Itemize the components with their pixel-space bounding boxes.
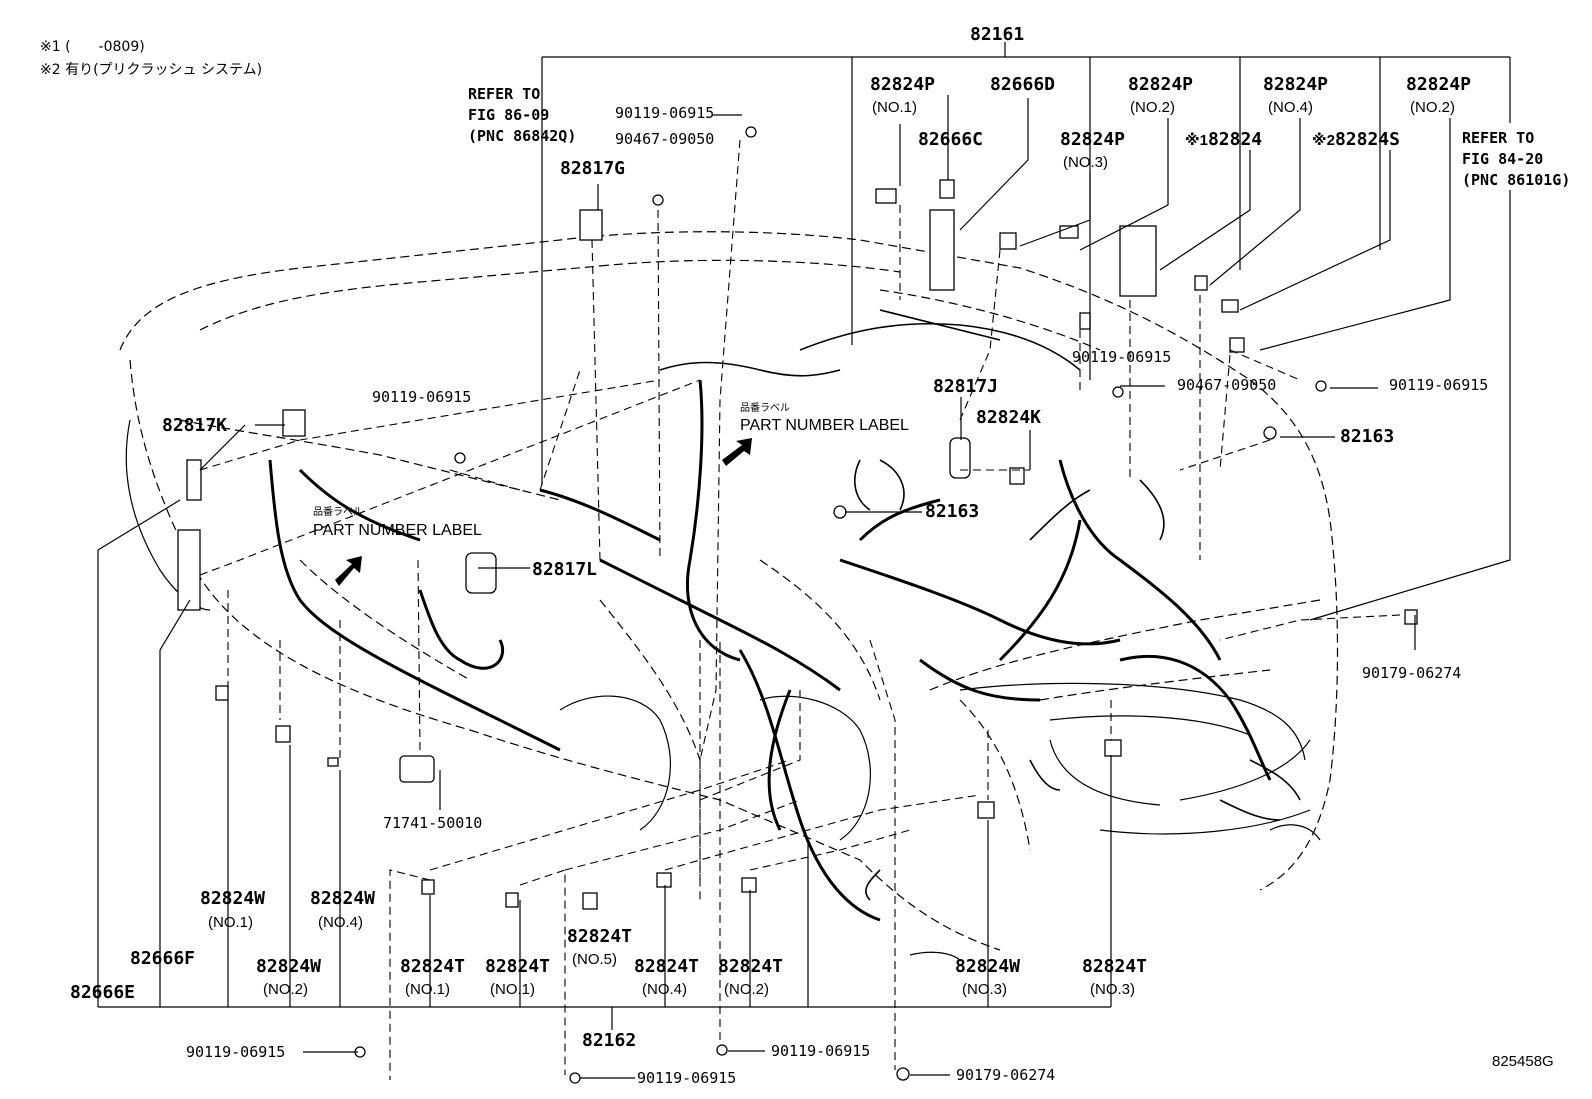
ref-fig-84-20[interactable]: REFER TO FIG 84-20 (PNC 86101G) xyxy=(1462,129,1571,189)
label-82824-marked[interactable]: ※182824 xyxy=(1185,131,1262,149)
sublabel-w-no1: (NO.1) xyxy=(208,914,253,931)
label-82824T-no3[interactable]: 82824T xyxy=(1082,956,1148,977)
label-82162[interactable]: 82162 xyxy=(582,1030,637,1051)
sublabel-no1: (NO.1) xyxy=(872,99,917,116)
label-90119-06915-a[interactable]: 90119-06915 xyxy=(615,104,715,122)
label-90119-06915-f[interactable]: 90119-06915 xyxy=(637,1069,737,1087)
label-82666F[interactable]: 82666F xyxy=(130,948,196,969)
mark-2: ※2 xyxy=(1312,132,1335,149)
sublabel-t-no5: (NO.5) xyxy=(572,951,617,968)
label-82666E[interactable]: 82666E xyxy=(70,982,136,1003)
note-2: ※2 有り(プリクラッシュ システム) xyxy=(40,63,262,77)
label-82666D[interactable]: 82666D xyxy=(990,74,1056,95)
label-82817G[interactable]: 82817G xyxy=(560,158,626,179)
sublabel-t-no3: (NO.3) xyxy=(1090,981,1135,998)
note-1-mark: ※1 xyxy=(40,39,61,55)
sublabel-w-no4: (NO.4) xyxy=(318,914,363,931)
label-82824T-no1a[interactable]: 82824T xyxy=(400,956,466,977)
label-82824T-no5[interactable]: 82824T xyxy=(567,926,633,947)
label-82824S-marked[interactable]: ※282824S xyxy=(1312,131,1400,149)
ref-fig-86-09[interactable]: REFER TO FIG 86-09 (PNC 86842Q) xyxy=(468,85,577,145)
note-2-text: 有り(プリクラッシュ システム) xyxy=(65,62,263,78)
label-82824P-no1[interactable]: 82824P xyxy=(870,74,936,95)
sublabel-w-no2: (NO.2) xyxy=(263,981,308,998)
note-1: ※1 ( -0809) xyxy=(40,40,145,54)
label-71741-50010[interactable]: 71741-50010 xyxy=(383,814,483,832)
label-82163-center[interactable]: 82163 xyxy=(925,501,980,522)
label-82824P-no4[interactable]: 82824P xyxy=(1263,74,1329,95)
part-number-label-en-a: PART NUMBER LABEL xyxy=(740,417,909,434)
wire-harness xyxy=(268,379,1272,922)
wire-harness-thin xyxy=(659,309,1301,901)
sublabel-t-no2: (NO.2) xyxy=(724,981,769,998)
sublabel-no2a: (NO.2) xyxy=(1130,99,1175,116)
label-82824W-no3[interactable]: 82824W xyxy=(955,956,1021,977)
label-90179-06274-b[interactable]: 90179-06274 xyxy=(956,1066,1056,1084)
label-90119-06915-g[interactable]: 90119-06915 xyxy=(771,1042,871,1060)
label-82824W-no1[interactable]: 82824W xyxy=(200,888,266,909)
label-90119-06915-d[interactable]: 90119-06915 xyxy=(372,388,472,406)
label-82824K[interactable]: 82824K xyxy=(976,407,1042,428)
label-82824T-no4[interactable]: 82824T xyxy=(634,956,700,977)
label-90119-06915-b[interactable]: 90119-06915 xyxy=(1072,348,1172,366)
label-82824W-no2[interactable]: 82824W xyxy=(256,956,322,977)
label-82161[interactable]: 82161 xyxy=(970,24,1025,45)
label-82163-right[interactable]: 82163 xyxy=(1340,426,1395,447)
part-number-label-jp-b: 品番ラベル xyxy=(313,507,363,518)
note-2-mark: ※2 xyxy=(40,62,61,78)
sublabel-no3: (NO.3) xyxy=(1063,154,1108,171)
sublabel-t-no4: (NO.4) xyxy=(642,981,687,998)
label-82824T-no1b[interactable]: 82824T xyxy=(485,956,551,977)
label-82824P-no2b[interactable]: 82824P xyxy=(1406,74,1472,95)
label-82817L[interactable]: 82817L xyxy=(532,559,598,580)
label-82666C[interactable]: 82666C xyxy=(918,129,984,150)
sublabel-t-no1a: (NO.1) xyxy=(405,981,450,998)
label-82824T-no2[interactable]: 82824T xyxy=(718,956,784,977)
sublabel-w-no3: (NO.3) xyxy=(962,981,1007,998)
label-82824: 82824 xyxy=(1207,129,1263,150)
label-82817K[interactable]: 82817K xyxy=(162,415,228,436)
label-82824P-no2a[interactable]: 82824P xyxy=(1128,74,1194,95)
mark-1: ※1 xyxy=(1185,132,1208,149)
note-1-text: ( -0809) xyxy=(65,39,145,55)
label-90467-09050-b[interactable]: 90467-09050 xyxy=(1177,376,1277,394)
label-82824S: 82824S xyxy=(1334,129,1400,150)
label-90119-06915-c[interactable]: 90119-06915 xyxy=(1389,376,1489,394)
sublabel-no2b: (NO.2) xyxy=(1410,99,1455,116)
label-90467-09050-a[interactable]: 90467-09050 xyxy=(615,130,715,148)
label-82824W-no4[interactable]: 82824W xyxy=(310,888,376,909)
label-90119-06915-e[interactable]: 90119-06915 xyxy=(186,1043,286,1061)
part-number-label-jp-a: 品番ラベル xyxy=(740,403,790,414)
label-82824P-no3[interactable]: 82824P xyxy=(1060,129,1126,150)
part-number-label-en-b: PART NUMBER LABEL xyxy=(313,522,482,539)
sublabel-no4: (NO.4) xyxy=(1268,99,1313,116)
label-arrows xyxy=(335,438,752,586)
figure-code: 825458G xyxy=(1492,1053,1554,1070)
car-body-outline xyxy=(119,231,1339,951)
label-90179-06274-a[interactable]: 90179-06274 xyxy=(1362,664,1462,682)
leader-lines xyxy=(97,42,1511,1079)
car-body-solid xyxy=(125,419,1321,961)
label-82817J[interactable]: 82817J xyxy=(933,376,999,397)
dashed-leaders xyxy=(199,139,1401,1080)
sublabel-t-no1b: (NO.1) xyxy=(490,981,535,998)
connector-parts xyxy=(177,126,1418,1084)
